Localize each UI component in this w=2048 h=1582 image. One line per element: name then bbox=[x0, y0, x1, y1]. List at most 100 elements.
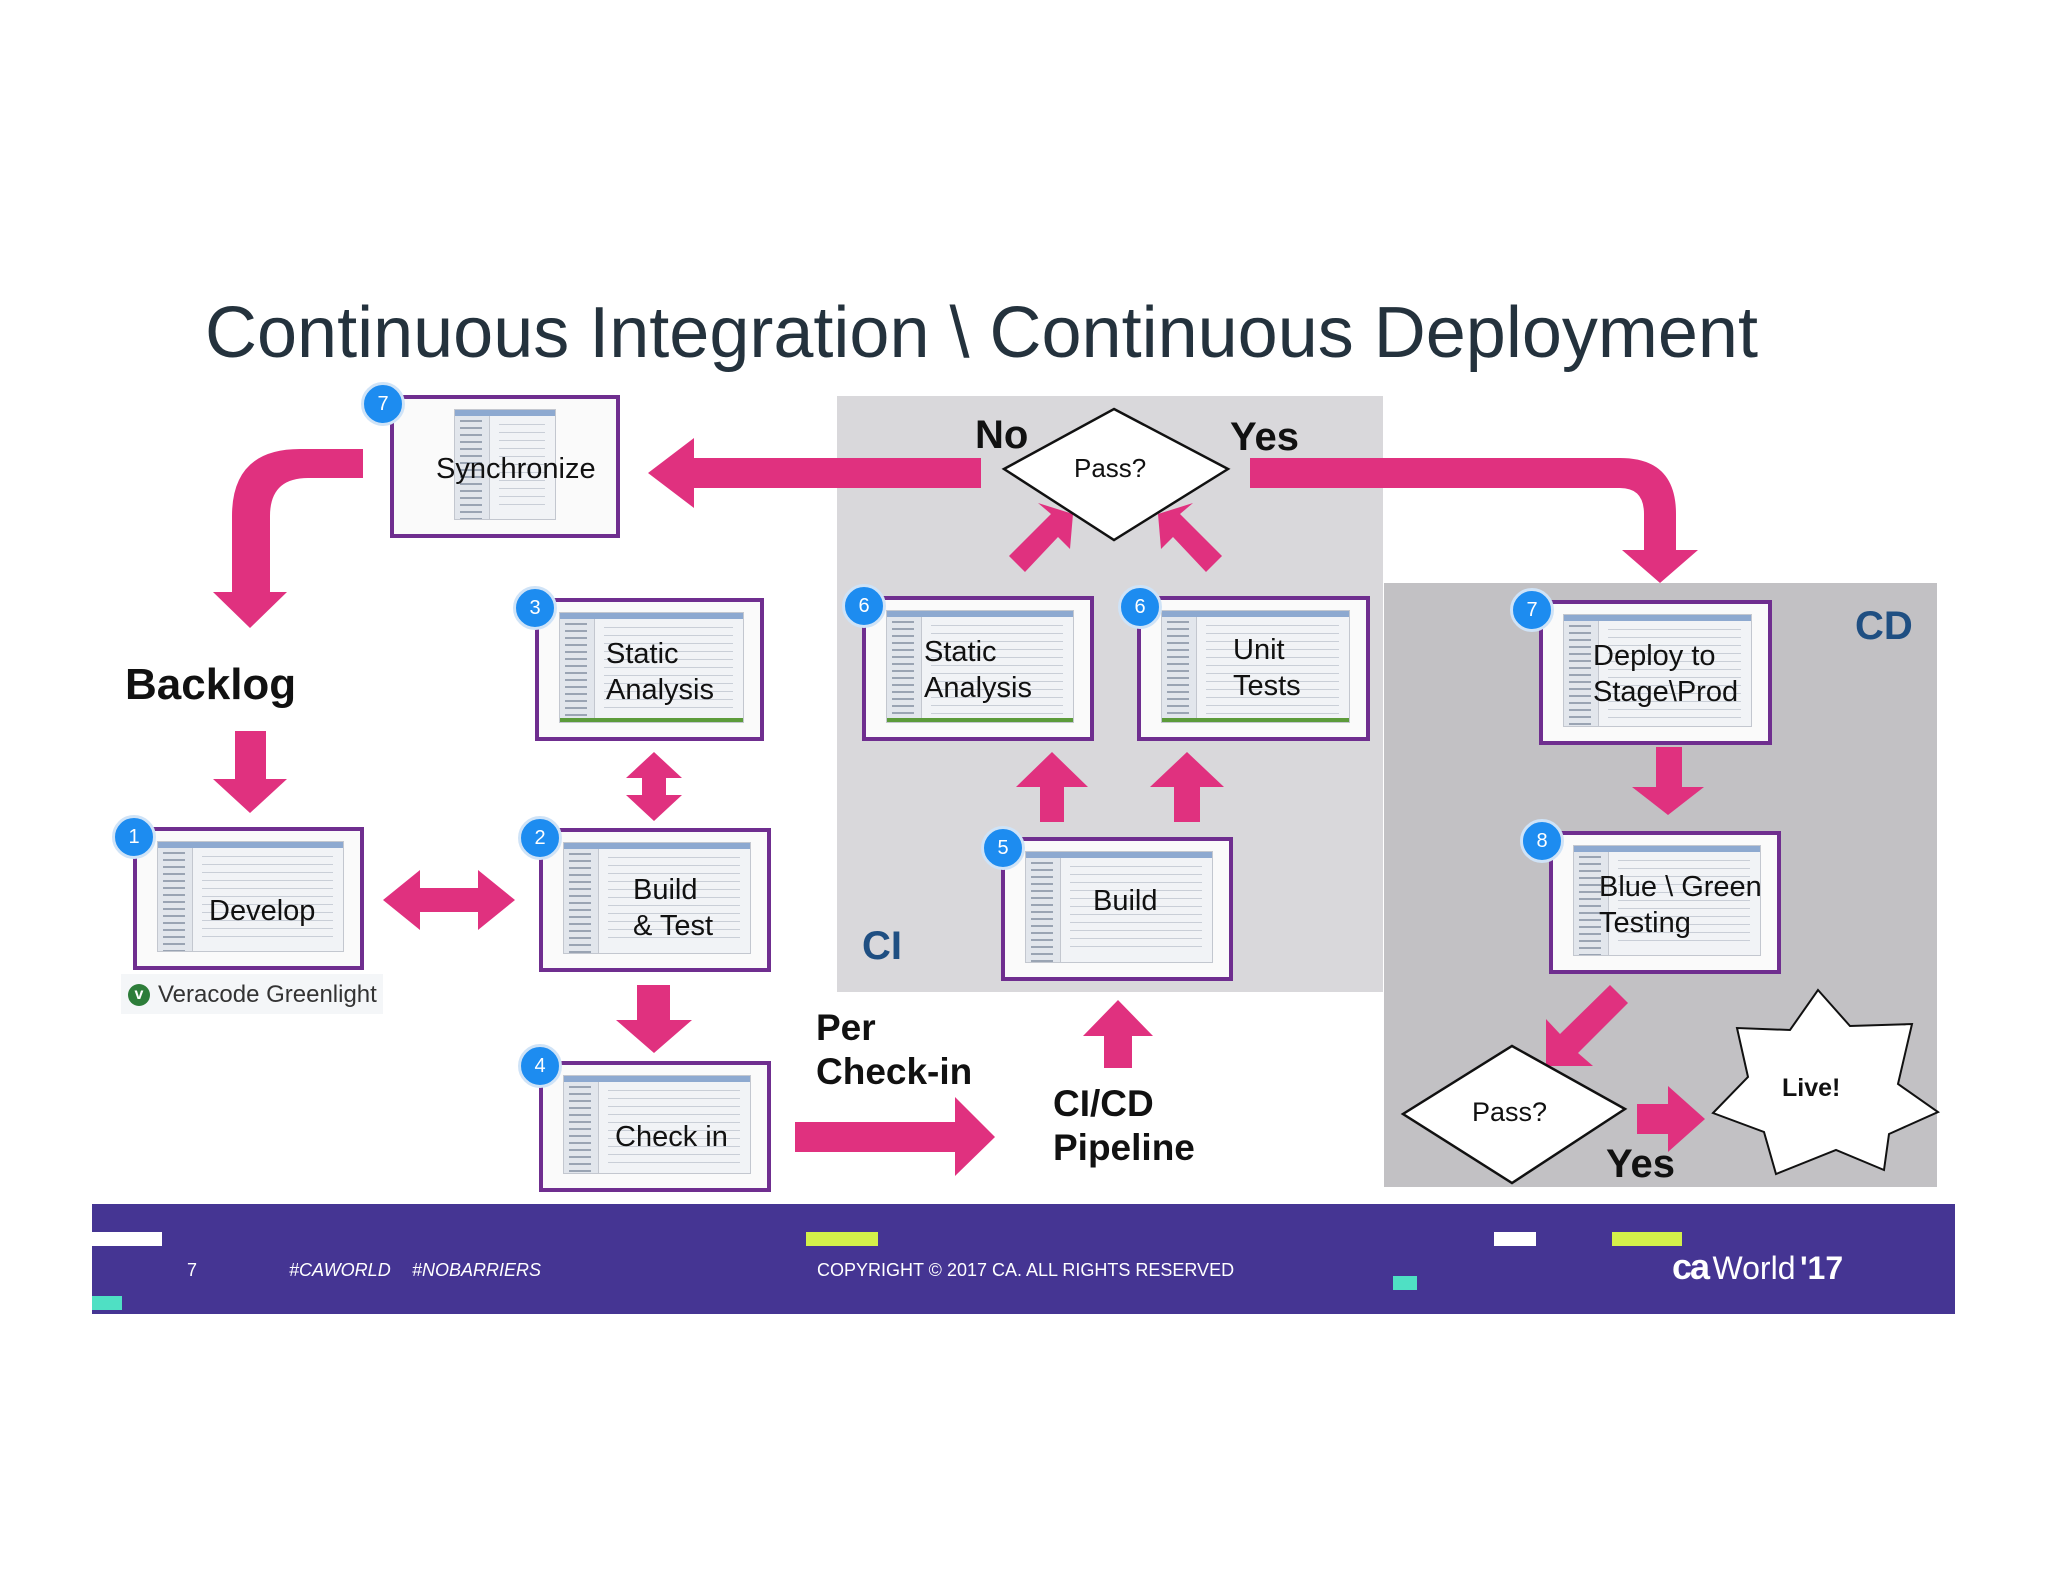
arrow-develop-build bbox=[383, 870, 515, 930]
arrow-build-to-checkin bbox=[616, 985, 692, 1053]
step-deploy: Deploy to Stage\Prod bbox=[1539, 600, 1772, 745]
footer-accent-bar bbox=[92, 1296, 122, 1310]
per-checkin-line-2: Check-in bbox=[816, 1051, 973, 1092]
step-label: Build bbox=[1093, 885, 1158, 917]
logo-ca: ca bbox=[1672, 1246, 1710, 1287]
arrow-static-to-pass bbox=[1009, 503, 1073, 572]
step-build-test: Build & Test bbox=[539, 828, 771, 972]
footer-hashtag-nobarriers: #NOBARRIERS bbox=[412, 1260, 542, 1280]
arrow-pipeline-to-build bbox=[1083, 1000, 1153, 1068]
screenshot-thumbnail bbox=[886, 610, 1074, 723]
yes-label-bottom: Yes bbox=[1606, 1142, 1675, 1186]
per-checkin-label: Per Check-in bbox=[816, 1006, 972, 1094]
step-label: Check in bbox=[615, 1121, 728, 1153]
footer-accent-bar bbox=[1393, 1276, 1417, 1290]
veracode-label: Veracode Greenlight bbox=[158, 981, 377, 1008]
footer-page-number: 7 bbox=[187, 1260, 198, 1280]
step-label-line-2: Stage\Prod bbox=[1593, 676, 1739, 708]
footer-accent-bar bbox=[1494, 1232, 1536, 1246]
arrow-static-build bbox=[626, 752, 682, 821]
logo-year: '17 bbox=[1799, 1250, 1844, 1286]
footer-accent-bar bbox=[1612, 1232, 1682, 1246]
veracode-badge: v Veracode Greenlight bbox=[121, 974, 383, 1014]
step-label: Synchronize bbox=[436, 453, 596, 485]
ca-world-logo: ca World '17 bbox=[1672, 1246, 1843, 1288]
step-label-line-1: Build bbox=[633, 874, 698, 906]
logo-world: World bbox=[1712, 1250, 1796, 1286]
arrow-bluegreen-to-pass bbox=[1546, 985, 1628, 1066]
arrow-pass-to-live bbox=[1637, 1086, 1705, 1152]
step-label-line-1: Static bbox=[924, 636, 997, 668]
page-title: Continuous Integration \ Continuous Depl… bbox=[205, 293, 1758, 373]
step-build-ci: Build bbox=[1001, 837, 1233, 981]
pipeline-label: CI/CD Pipeline bbox=[1053, 1082, 1195, 1170]
step-unit-tests: Unit Tests bbox=[1137, 596, 1370, 741]
step-badge: 6 bbox=[1118, 585, 1162, 629]
screenshot-thumbnail bbox=[559, 612, 744, 723]
step-label-line-1: Static bbox=[606, 638, 679, 670]
step-badge: 4 bbox=[518, 1044, 562, 1088]
screenshot-thumbnail bbox=[454, 409, 556, 520]
pipeline-line-1: CI/CD bbox=[1053, 1083, 1154, 1124]
step-check-in: Check in bbox=[539, 1061, 771, 1192]
step-badge: 5 bbox=[981, 826, 1025, 870]
step-label-line-2: Analysis bbox=[924, 672, 1032, 704]
step-blue-green: Blue \ Green Testing bbox=[1549, 831, 1781, 974]
step-badge: 8 bbox=[1520, 819, 1564, 863]
step-static-analysis-local: Static Analysis bbox=[535, 598, 764, 741]
step-label-line-1: Deploy to bbox=[1593, 640, 1716, 672]
arrow-unit-to-pass bbox=[1158, 503, 1222, 572]
arrow-deploy-to-bluegreen bbox=[1632, 747, 1704, 815]
step-badge: 3 bbox=[513, 586, 557, 630]
screenshot-thumbnail bbox=[563, 1075, 751, 1174]
step-label-line-2: Testing bbox=[1599, 907, 1691, 939]
decision-diamond-bottom bbox=[1400, 1044, 1628, 1185]
step-synchronize: Synchronize bbox=[390, 395, 620, 538]
decision-label-top: Pass? bbox=[1074, 453, 1147, 483]
step-badge: 1 bbox=[112, 815, 156, 859]
step-label-line-1: Unit bbox=[1233, 634, 1285, 666]
screenshot-thumbnail bbox=[563, 842, 751, 954]
pipeline-line-2: Pipeline bbox=[1053, 1127, 1195, 1168]
arrow-build-to-static-ci bbox=[1016, 752, 1088, 822]
screenshot-thumbnail bbox=[1161, 610, 1350, 723]
step-label-line-2: Tests bbox=[1233, 670, 1301, 702]
screenshot-thumbnail bbox=[1573, 845, 1761, 956]
step-label-line-1: Blue \ Green bbox=[1599, 871, 1762, 903]
arrow-checkin-to-pipeline bbox=[795, 1097, 995, 1176]
decision-diamond-top bbox=[1001, 407, 1231, 542]
step-badge: 2 bbox=[518, 816, 562, 860]
live-starburst bbox=[1711, 988, 1941, 1176]
veracode-logo-icon: v bbox=[128, 984, 150, 1006]
backlog-label: Backlog bbox=[125, 660, 297, 709]
yes-label-top: Yes bbox=[1230, 415, 1299, 459]
no-label: No bbox=[975, 413, 1029, 457]
arrow-no-to-sync bbox=[648, 438, 981, 508]
step-badge: 6 bbox=[842, 584, 886, 628]
step-label-line-2: Analysis bbox=[606, 674, 714, 706]
arrow-build-to-unit bbox=[1150, 752, 1224, 822]
step-label-line-2: & Test bbox=[633, 910, 714, 942]
live-label: Live! bbox=[1782, 1074, 1841, 1102]
arrow-yes-to-deploy bbox=[1250, 458, 1698, 583]
step-badge: 7 bbox=[1510, 588, 1554, 632]
cd-label: CD bbox=[1855, 604, 1913, 648]
screenshot-thumbnail bbox=[1025, 851, 1213, 963]
step-label: Develop bbox=[209, 895, 316, 927]
footer-copyright: COPYRIGHT © 2017 CA. ALL RIGHTS RESERVED bbox=[817, 1260, 1235, 1280]
per-checkin-line-1: Per bbox=[816, 1007, 876, 1048]
ci-label: CI bbox=[862, 924, 902, 968]
footer-accent-bar bbox=[806, 1232, 878, 1246]
arrow-sync-to-backlog bbox=[213, 449, 363, 628]
screenshot-thumbnail bbox=[1563, 614, 1752, 727]
footer-bar: 7 #CAWORLD #NOBARRIERS COPYRIGHT © 2017 … bbox=[92, 1204, 1955, 1314]
step-badge: 7 bbox=[361, 382, 405, 426]
step-static-analysis-ci: Static Analysis bbox=[862, 596, 1094, 741]
step-develop: Develop bbox=[133, 827, 364, 970]
screenshot-thumbnail bbox=[157, 841, 344, 952]
footer-hashtag-caworld: #CAWORLD bbox=[289, 1260, 391, 1280]
arrow-backlog-to-develop bbox=[213, 731, 287, 813]
decision-label-bottom: Pass? bbox=[1472, 1097, 1548, 1127]
footer-accent-bar bbox=[92, 1232, 162, 1246]
